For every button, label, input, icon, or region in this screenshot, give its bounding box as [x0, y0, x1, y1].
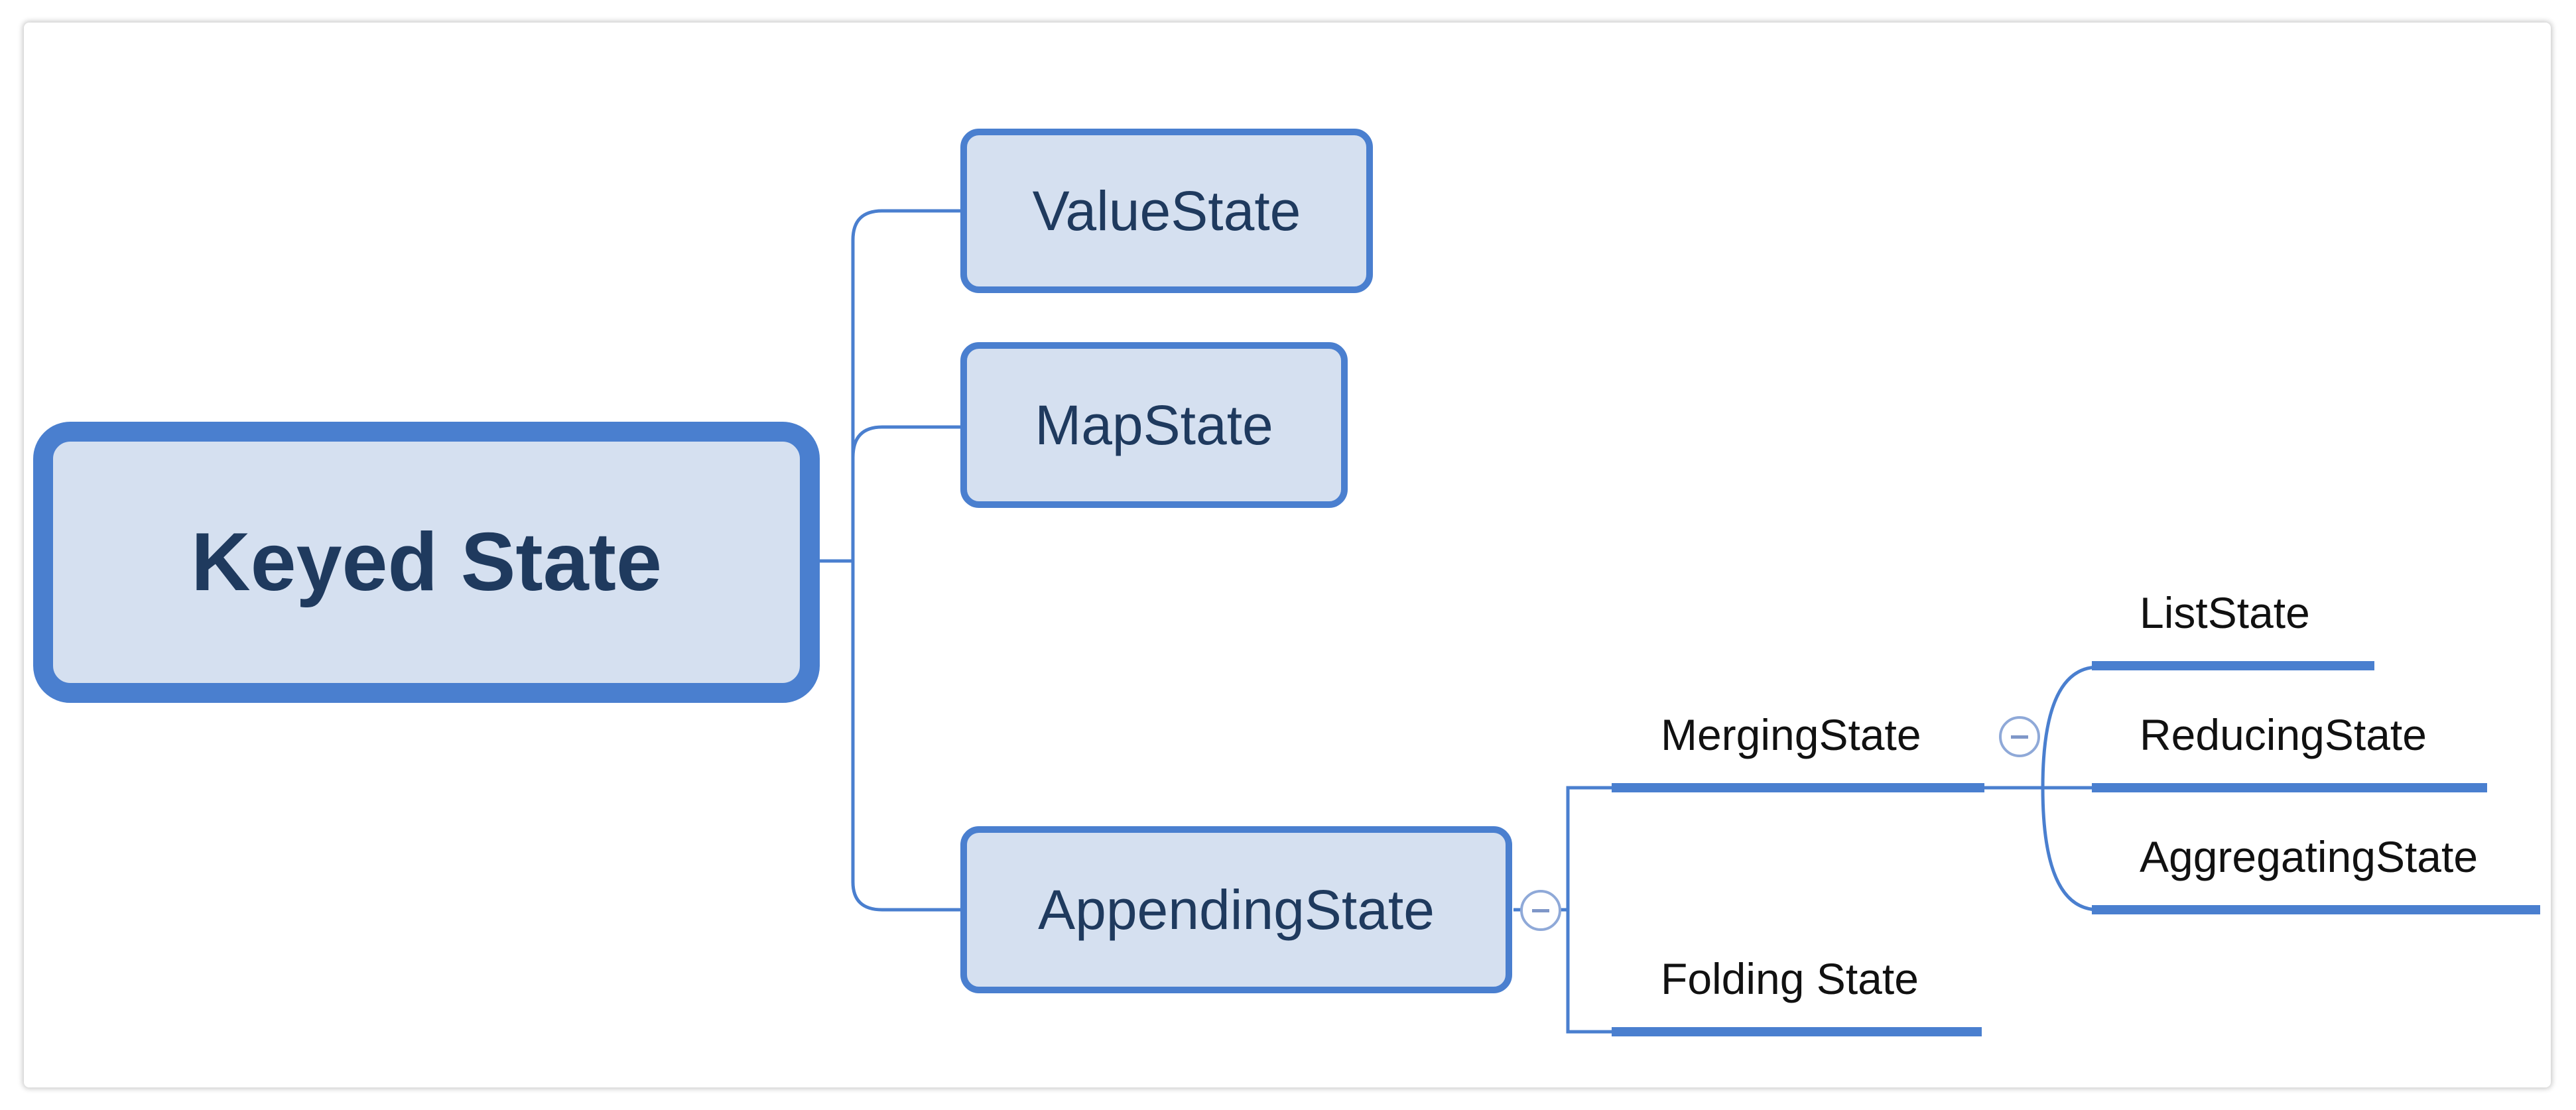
node-appendingstate-label: AppendingState [1038, 878, 1435, 941]
node-keyed-state-label: Keyed State [191, 517, 662, 608]
connector-mapstate [851, 425, 963, 458]
collapse-appendingstate-icon[interactable] [1520, 890, 1561, 931]
node-foldingstate[interactable]: Folding State [1661, 954, 1919, 1003]
node-mergingstate[interactable]: MergingState [1661, 710, 1921, 759]
node-valuestate[interactable]: ValueState [960, 129, 1373, 293]
node-reducingstate[interactable]: ReducingState [2140, 710, 2427, 759]
node-liststate[interactable]: ListState [2140, 588, 2310, 637]
connector-valuestate [851, 209, 963, 912]
connector-appending-bracket [1566, 786, 1612, 1034]
node-mapstate[interactable]: MapState [960, 342, 1348, 508]
node-valuestate-label: ValueState [1032, 179, 1301, 242]
connector-listate [2041, 665, 2099, 788]
node-appendingstate[interactable]: AppendingState [960, 826, 1512, 993]
node-aggregatingstate[interactable]: AggregatingState [2140, 832, 2479, 881]
connector-aggregatingstate [2041, 787, 2099, 912]
collapse-mergingstate-icon[interactable] [1999, 716, 2040, 757]
node-mapstate-label: MapState [1035, 393, 1273, 456]
node-keyed-state[interactable]: Keyed State [33, 422, 820, 703]
